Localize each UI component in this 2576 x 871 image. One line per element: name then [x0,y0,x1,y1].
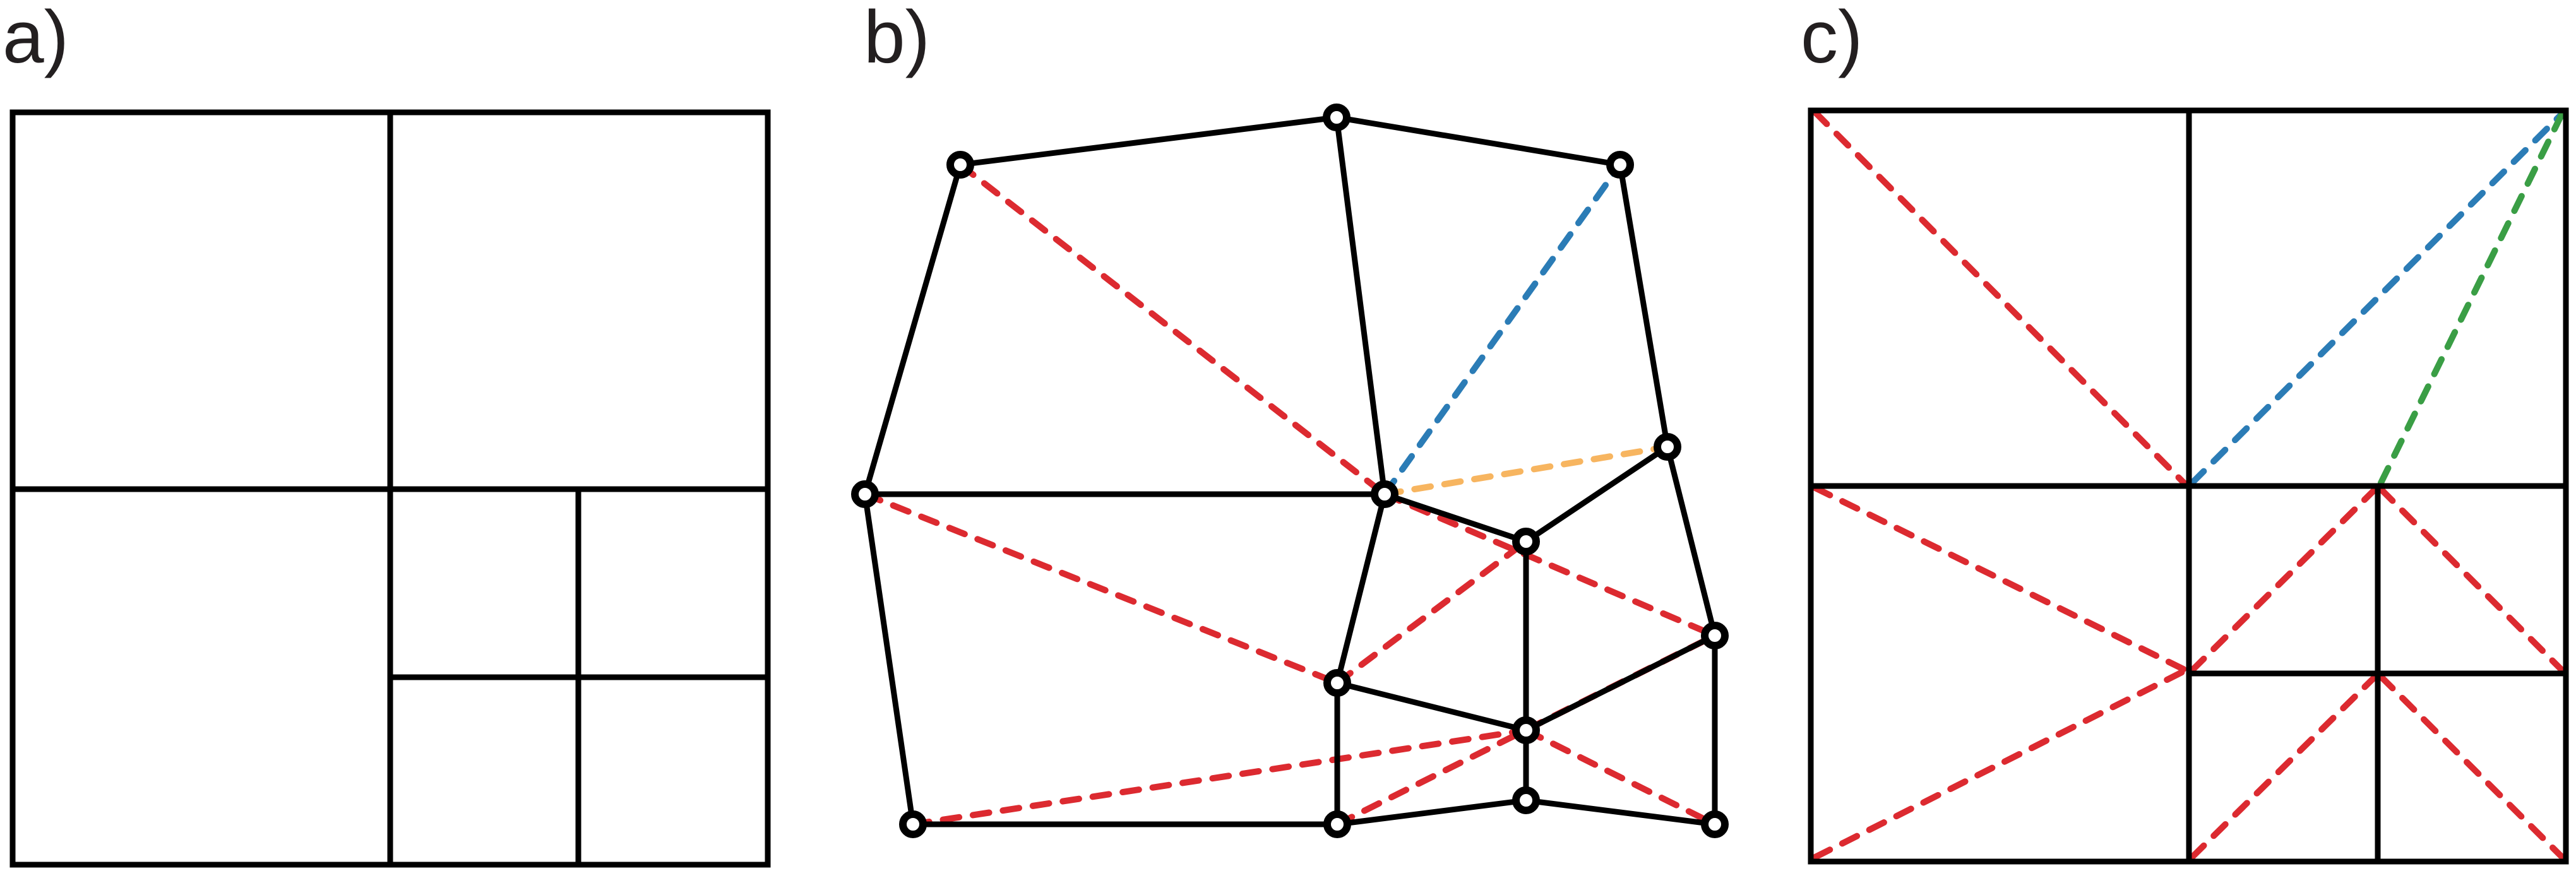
panel-b-edge [1333,114,1388,497]
panel-b-edge [1523,797,1718,827]
panel-b-dashed-link-red [957,162,1388,497]
panel-b-node [851,480,879,508]
panel-b-node [1371,480,1398,508]
panel-b-node [1701,622,1729,649]
panel-b-node [1512,528,1540,555]
panel-b-node [1701,810,1729,838]
panel-b-edge [1334,797,1529,827]
panel-c-diagonal-red [1812,667,2189,860]
panel-c-diagonal-red [1812,485,2189,673]
panel-b-edge [1617,162,1671,450]
panel-b-edge [1664,444,1718,639]
panel-a-quadtree [9,109,771,868]
panel-b-dual-graph [851,104,1729,838]
panel-b-edge [957,114,1340,168]
panel-b-dashed-links [862,162,1718,827]
panel-b-node [1654,433,1681,461]
panel-b-dashed-link-red [1523,727,1718,827]
panel-b-edge [1334,680,1529,733]
panel-c-diagonal-green [2378,110,2565,486]
panel-b-dashed-link-red [1381,491,1718,639]
panel-c-diagonal-red [1812,109,2189,488]
panel-c-diagonal-blue [2189,110,2565,486]
panel-b-node [946,151,974,179]
panel-b-edge [1381,491,1529,545]
panel-c-diagonal-red [2378,673,2565,860]
panel-c-diagonal-red [2378,486,2565,673]
panel-b-node [1323,104,1351,131]
panel-b-dashed-link-red [1334,538,1529,686]
panel-b-edge [1523,632,1718,733]
panel-c-diagonal-red [2189,486,2378,673]
panel-b-node [899,810,927,838]
panel-b-node [1512,716,1540,744]
panel-label-a: a) [3,0,69,79]
panel-b-dashed-link-blue [1381,162,1623,497]
panel-label-b: b) [864,0,930,79]
panel-b-edges [862,114,1718,827]
panel-b-node [1323,810,1351,838]
panel-label-c: c) [1801,0,1863,79]
panel-b-edge [862,491,916,827]
panel-b-node [1606,151,1634,179]
panel-b-nodes [851,104,1729,838]
panel-b-dashed-link-orange [1381,444,1671,497]
panel-b-edge [1334,491,1388,686]
panel-c-dashed-diagonals [1812,109,2565,860]
panel-c-diagonal-red [2189,673,2378,860]
panel-b-node [1512,786,1540,814]
panel-b-edge [1523,444,1671,545]
panel-b-node [1323,669,1351,697]
panel-b-dashed-link-red [910,727,1529,827]
panel-b-edge [1333,114,1623,168]
panel-c-quadtree-diagonals [1808,107,2569,865]
panel-b-edge [862,162,963,497]
panel-b-dashed-link-red [862,491,1340,686]
